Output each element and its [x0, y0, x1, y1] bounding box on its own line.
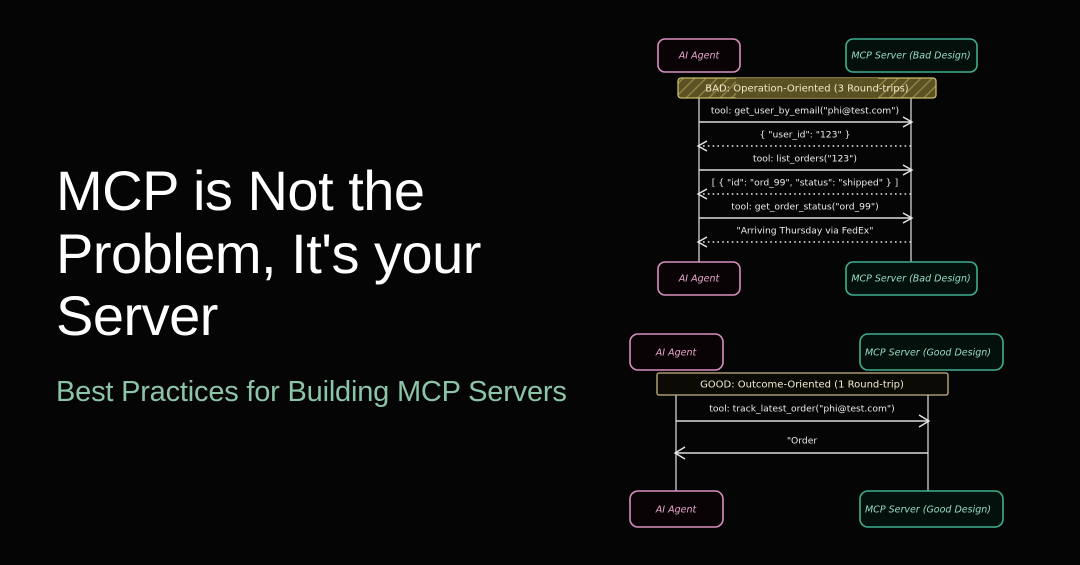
participant-server-top-bad: MCP Server (Bad Design): [845, 38, 978, 73]
participant-server-label: MCP Server (Bad Design): [851, 274, 970, 285]
message-row: tool: get_order_status("ord_99"): [699, 202, 914, 224]
message-label: tool: get_user_by_email("phi@test.com"): [711, 106, 899, 117]
hero-text-block: MCP is Not the Problem, It's your Server…: [56, 159, 576, 411]
participant-agent-top-bad: AI Agent: [657, 38, 741, 73]
banner-good-label: GOOD: Outcome-Oriented (1 Round-trip): [700, 380, 904, 391]
message-row: { "user_id": "123" }: [696, 130, 911, 152]
participant-server-label: MCP Server (Bad Design): [851, 51, 970, 62]
participant-agent-bottom-good: AI Agent: [629, 490, 724, 528]
participant-server-top-good: MCP Server (Good Design): [859, 333, 1004, 371]
participant-agent-top-good: AI Agent: [629, 333, 724, 371]
page-subtitle: Best Practices for Building MCP Servers: [56, 376, 567, 409]
message-label: tool: list_orders("123"): [753, 154, 857, 165]
message-label: [ { "id": "ord_99", "status": "shipped" …: [712, 178, 899, 189]
participant-agent-label: AI Agent: [655, 348, 698, 359]
participant-server-label: MCP Server (Good Design): [865, 348, 991, 359]
message-label: tool: get_order_status("ord_99"): [731, 202, 878, 213]
banner-good: GOOD: Outcome-Oriented (1 Round-trip): [656, 372, 949, 396]
message-label: "Arriving Thursday via FedEx": [737, 226, 874, 237]
participant-server-bottom-good: MCP Server (Good Design): [859, 490, 1004, 528]
sequence-diagram-good: AI Agent MCP Server (Good Design) GOOD: …: [610, 325, 1060, 540]
message-row: "Arriving Thursday via FedEx": [696, 226, 911, 248]
participant-server-bottom-bad: MCP Server (Bad Design): [845, 261, 978, 296]
banner-bad: BAD: Operation-Oriented (3 Round-trips): [677, 77, 937, 99]
participant-server-label: MCP Server (Good Design): [865, 505, 991, 516]
participant-agent-bottom-bad: AI Agent: [657, 261, 741, 296]
message-row: tool: track_latest_order("phi@test.com"): [676, 404, 931, 428]
message-row: [ { "id": "ord_99", "status": "shipped" …: [696, 178, 911, 200]
banner-bad-label: BAD: Operation-Oriented (3 Round-trips): [705, 84, 909, 95]
participant-agent-label: AI Agent: [655, 505, 698, 516]
participant-agent-label: AI Agent: [678, 51, 721, 62]
message-row: tool: get_user_by_email("phi@test.com"): [699, 106, 914, 128]
message-label: "Order: [787, 436, 818, 447]
participant-agent-label: AI Agent: [678, 274, 721, 285]
message-label: { "user_id": "123" }: [759, 130, 850, 141]
page-title: MCP is Not the Problem, It's your Server: [56, 159, 481, 348]
message-label: tool: track_latest_order("phi@test.com"): [709, 404, 895, 415]
sequence-diagram-bad: AI Agent MCP Server (Bad Design) BAD: Op…: [640, 30, 1060, 310]
message-row: tool: list_orders("123"): [699, 154, 914, 176]
message-row: "Order: [673, 436, 928, 460]
